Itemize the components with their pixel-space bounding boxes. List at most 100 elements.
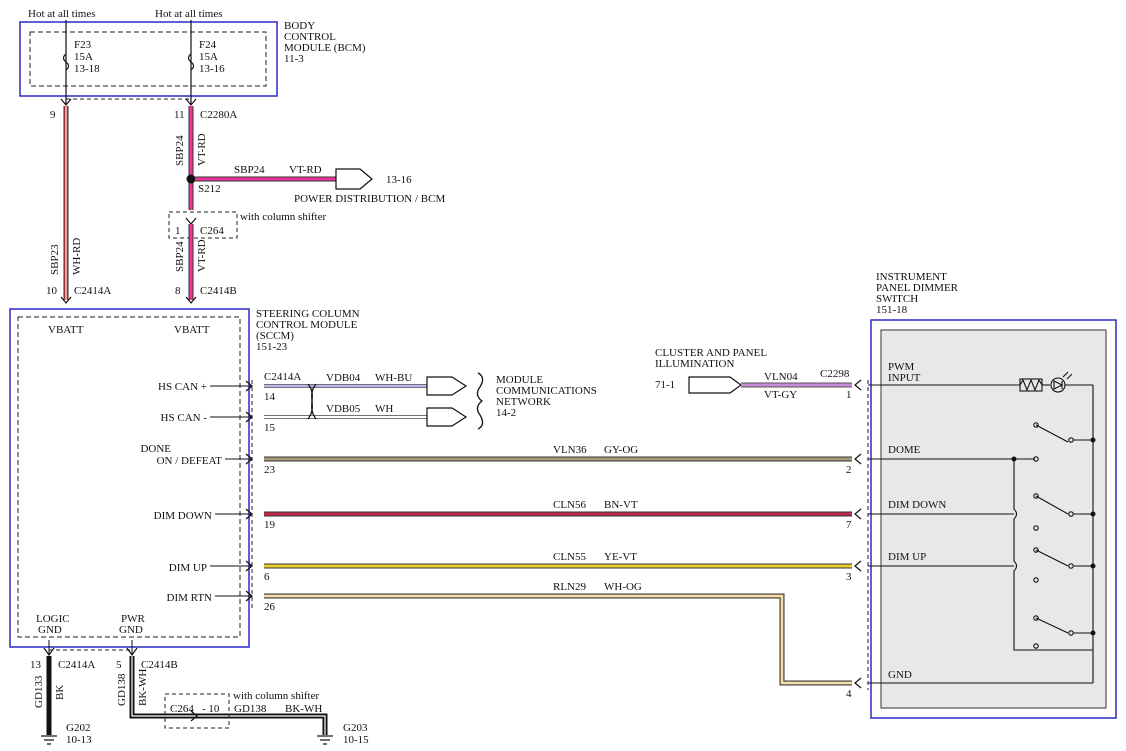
hs-can-plus-label: HS CAN + xyxy=(158,381,207,393)
vdb04-circuit: VDB04 xyxy=(326,372,361,384)
pin-23-label: 23 xyxy=(264,464,276,476)
ipds-pin-7-arrow xyxy=(854,508,862,520)
gnd-c264-label: C264 xyxy=(170,703,194,715)
c2280a-label: C2280A xyxy=(200,109,237,121)
gd138-color-2: BK-WH xyxy=(285,703,322,715)
switch-2-contact-c xyxy=(1033,525,1039,531)
fuse-f24-ref: 13-16 xyxy=(199,63,225,75)
switch-2-blade xyxy=(1035,495,1069,515)
rln29-circuit: RLN29 xyxy=(553,581,587,593)
bus-junction-dot-1 xyxy=(1090,437,1096,443)
vbatt-2-label: VBATT xyxy=(174,324,210,336)
ipds-title-line4: 151-18 xyxy=(876,304,908,316)
bcm-title-line2: CONTROL xyxy=(284,31,336,43)
ipds-dim-down-label: DIM DOWN xyxy=(888,499,946,511)
pin-8-arrow xyxy=(185,296,197,304)
network-line3: NETWORK xyxy=(496,396,551,408)
sccm-title: STEERING COLUMN CONTROL MODULE (SCCM) 15… xyxy=(256,308,360,353)
g202-ground-symbol xyxy=(41,735,57,745)
bcm-title-line1: BODY xyxy=(284,20,315,32)
switch-3-contact-a xyxy=(1033,547,1039,553)
sbp24-lower-color: VT-RD xyxy=(196,239,208,272)
c2414a-label: C2414A xyxy=(74,285,111,297)
pin-8-label: 8 xyxy=(175,285,181,297)
can-connector-plus xyxy=(426,376,468,396)
pin-10-label: 10 xyxy=(46,285,58,297)
vln36-color: GY-OG xyxy=(604,444,638,456)
splice-s212 xyxy=(186,174,196,184)
ipds-title-line3: SWITCH xyxy=(876,293,918,305)
gnd-c264-pin: - 10 xyxy=(202,703,220,715)
rln29-border xyxy=(264,593,852,686)
switch-1-contact-a xyxy=(1033,422,1039,428)
pin-2-label: 2 xyxy=(846,464,852,476)
switch-1-contact-c xyxy=(1033,456,1039,462)
gd133-color: BK xyxy=(54,685,66,700)
logic-gnd-label-2: GND xyxy=(38,624,62,636)
gd138-pin: 5 xyxy=(116,659,122,671)
sbp23-circuit-label: SBP23 xyxy=(49,244,61,275)
g203-label: G203 xyxy=(343,722,368,734)
cluster-title-2: ILLUMINATION xyxy=(655,358,734,370)
bus-junction-dot-3 xyxy=(1090,563,1096,569)
pwm-input-label-2: INPUT xyxy=(888,372,921,384)
vln04-circuit: VLN04 xyxy=(764,371,798,383)
pin-7-label: 7 xyxy=(846,519,852,531)
rln29-wire xyxy=(264,594,852,685)
switch-1-blade xyxy=(1035,424,1069,443)
pin-26-label: 26 xyxy=(264,601,276,613)
vdb04-color: WH-BU xyxy=(375,372,412,384)
network-line4: 14-2 xyxy=(496,407,516,419)
gd138-color: BK-WH xyxy=(137,669,149,706)
bus-junction-dot-4 xyxy=(1090,630,1096,636)
gd133-connector: C2414A xyxy=(58,659,95,671)
bcm-title-line3: MODULE (BCM) xyxy=(284,42,366,54)
vdb05-color: WH xyxy=(375,403,393,415)
bcm-title: BODY CONTROL MODULE (BCM) 11-3 xyxy=(284,20,366,65)
pin-9-arrow xyxy=(60,98,72,106)
fuse-f24-name: F24 xyxy=(199,39,217,51)
pwm-resistor xyxy=(1019,378,1043,392)
ipds-gnd-label: GND xyxy=(888,669,912,681)
ipds-title-line1: INSTRUMENT xyxy=(876,271,947,283)
sbp23-color-label: WH-RD xyxy=(71,238,83,275)
dim-down-label: DIM DOWN xyxy=(154,510,212,522)
sccm-title-line2: CONTROL MODULE xyxy=(256,319,358,331)
vbatt-1-label: VBATT xyxy=(48,324,84,336)
pin-11-label: 11 xyxy=(174,109,185,121)
pin-9-label: 9 xyxy=(50,109,56,121)
sccm-title-line3: (SCCM) xyxy=(256,330,294,342)
fuse-f24-symbol xyxy=(187,53,195,71)
s212-label: S212 xyxy=(198,183,221,195)
gd133-circuit: GD133 xyxy=(33,675,45,708)
power-distribution-connector xyxy=(335,168,373,190)
fuse-f23-name: F23 xyxy=(74,39,92,51)
fuse-f23-ref: 13-18 xyxy=(74,63,100,75)
can-connector-label: C2414A xyxy=(264,371,301,383)
bus-junction-dot-2 xyxy=(1090,511,1096,517)
switch-4-contact-a xyxy=(1033,615,1039,621)
pwm-input-label-1: PWM xyxy=(888,361,915,373)
vln04-color: VT-GY xyxy=(764,389,797,401)
ipds-pin-1-arrow xyxy=(854,379,862,391)
network-line1: MODULE xyxy=(496,374,543,386)
gnd-c264-arrow xyxy=(190,710,198,722)
cluster-title-1: CLUSTER AND PANEL xyxy=(655,347,767,359)
cln56-color: BN-VT xyxy=(604,499,638,511)
cln55-circuit: CLN55 xyxy=(553,551,587,563)
power-distribution-label: POWER DISTRIBUTION / BCM xyxy=(294,193,445,205)
switch-3-contact-c xyxy=(1033,577,1039,583)
hs-can-minus-label: HS CAN - xyxy=(161,412,208,424)
on-defeat-label: ON / DEFEAT xyxy=(157,455,223,467)
c264-dashed-box xyxy=(168,211,238,239)
vln36-circuit: VLN36 xyxy=(553,444,587,456)
pwr-gnd-label-2: GND xyxy=(119,624,143,636)
c264-label: C264 xyxy=(200,225,224,237)
pwr-gnd-label-1: PWR xyxy=(121,613,146,625)
ipds-title: INSTRUMENT PANEL DIMMER SWITCH 151-18 xyxy=(876,271,959,316)
c2414b-label: C2414B xyxy=(200,285,237,297)
dome-label: DOME xyxy=(888,444,921,456)
sbp24-branch-color: VT-RD xyxy=(289,164,322,176)
rln29-stripe xyxy=(264,595,852,684)
